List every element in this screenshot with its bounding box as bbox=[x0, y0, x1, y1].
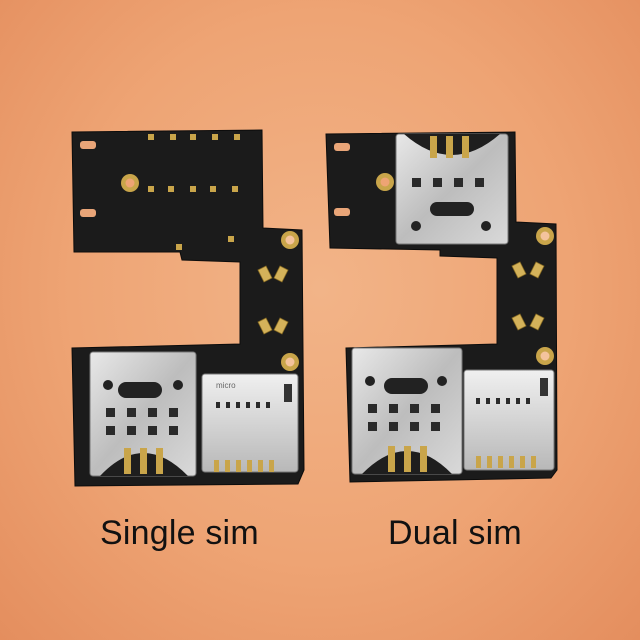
microsd-holder-left: micro bbox=[201, 373, 299, 473]
microsd-holder-right bbox=[463, 369, 555, 471]
sim-holder-top-right bbox=[395, 133, 509, 245]
pcb-board-single-sim: micro bbox=[71, 129, 305, 487]
pcb-board-dual-sim bbox=[325, 131, 558, 483]
sim-holder-bottom-right bbox=[351, 347, 463, 475]
svg-text:micro: micro bbox=[216, 381, 236, 390]
sim-holder-left bbox=[89, 351, 197, 477]
caption-single-sim: Single sim bbox=[100, 514, 259, 552]
caption-dual-sim: Dual sim bbox=[388, 514, 522, 552]
